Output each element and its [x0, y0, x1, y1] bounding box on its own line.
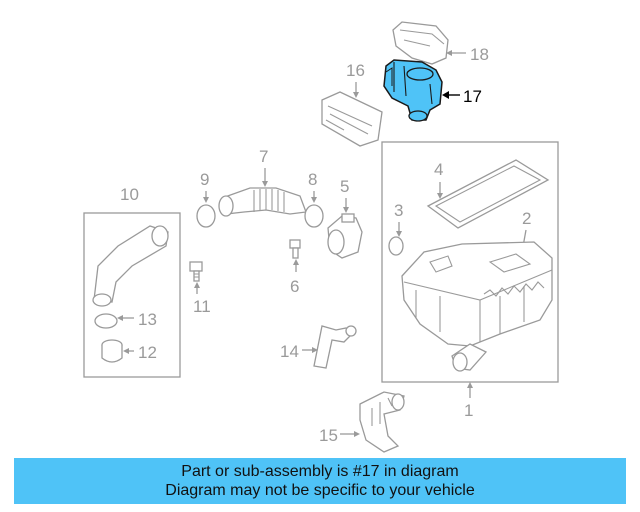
arrow-16	[353, 92, 359, 98]
part-6-bolt[interactable]	[289, 239, 301, 259]
part-12-sleeve[interactable]	[101, 339, 123, 363]
callout-8: 8	[308, 170, 317, 189]
callout-13: 13	[138, 310, 157, 329]
arrow-3	[396, 231, 402, 237]
part-16-bracket[interactable]	[321, 91, 383, 147]
arrow-1	[467, 382, 473, 388]
arrow-4	[437, 193, 443, 199]
arrow-5	[343, 207, 349, 213]
callout-4: 4	[434, 160, 443, 179]
banner-line-1: Part or sub-assembly is #17 in diagram	[181, 463, 459, 480]
callout-5: 5	[340, 177, 349, 196]
part-5-air-flow-sensor[interactable]	[327, 213, 363, 259]
banner-line-2: Diagram may not be specific to your vehi…	[165, 482, 475, 499]
arrow-15	[354, 431, 360, 437]
part-10-air-intake-tube[interactable]	[92, 225, 169, 307]
parts-diagram: 18 17 16 1 4 3 2	[83, 21, 559, 453]
part-14-pipe[interactable]	[313, 325, 357, 369]
part-13-seal-ring[interactable]	[94, 313, 118, 329]
arrow-12	[123, 348, 129, 354]
part-8-clamp[interactable]	[304, 204, 324, 228]
part-11-bolt[interactable]	[189, 261, 203, 282]
part-9-clamp[interactable]	[196, 204, 216, 228]
arrow-17	[442, 91, 449, 99]
callout-9: 9	[200, 170, 209, 189]
callout-3: 3	[394, 201, 403, 220]
callout-12: 12	[138, 343, 157, 362]
part-10-frame	[83, 212, 181, 378]
part-4-filter-element[interactable]	[426, 159, 550, 229]
callout-18: 18	[470, 45, 489, 64]
arrow-8	[311, 197, 317, 203]
part-7-intake-hose[interactable]	[218, 187, 307, 217]
callout-16: 16	[346, 61, 365, 80]
part-17-air-intake-resonator[interactable]	[383, 59, 443, 122]
callout-11: 11	[193, 297, 211, 316]
arrow-11	[194, 282, 200, 288]
callout-1: 1	[464, 401, 473, 420]
info-banner: Part or sub-assembly is #17 in diagram D…	[14, 458, 626, 504]
part-3-ring[interactable]	[388, 236, 404, 256]
arrow-13	[117, 315, 123, 321]
callout-2: 2	[522, 209, 531, 228]
arrow-9	[203, 197, 209, 203]
callout-17: 17	[463, 87, 482, 106]
part-18-duct-cover[interactable]	[392, 21, 449, 65]
arrow-6	[293, 259, 299, 265]
part-15-duct-hose[interactable]	[359, 391, 405, 453]
arrow-7	[262, 181, 268, 187]
callout-7: 7	[259, 147, 268, 166]
part-1-air-cleaner-housing[interactable]	[401, 241, 553, 372]
callout-10: 10	[120, 185, 139, 204]
callout-6: 6	[290, 277, 299, 296]
arrow-14	[312, 347, 318, 353]
callout-15: 15	[319, 426, 338, 445]
arrow-18	[446, 50, 452, 56]
callout-14: 14	[280, 342, 299, 361]
